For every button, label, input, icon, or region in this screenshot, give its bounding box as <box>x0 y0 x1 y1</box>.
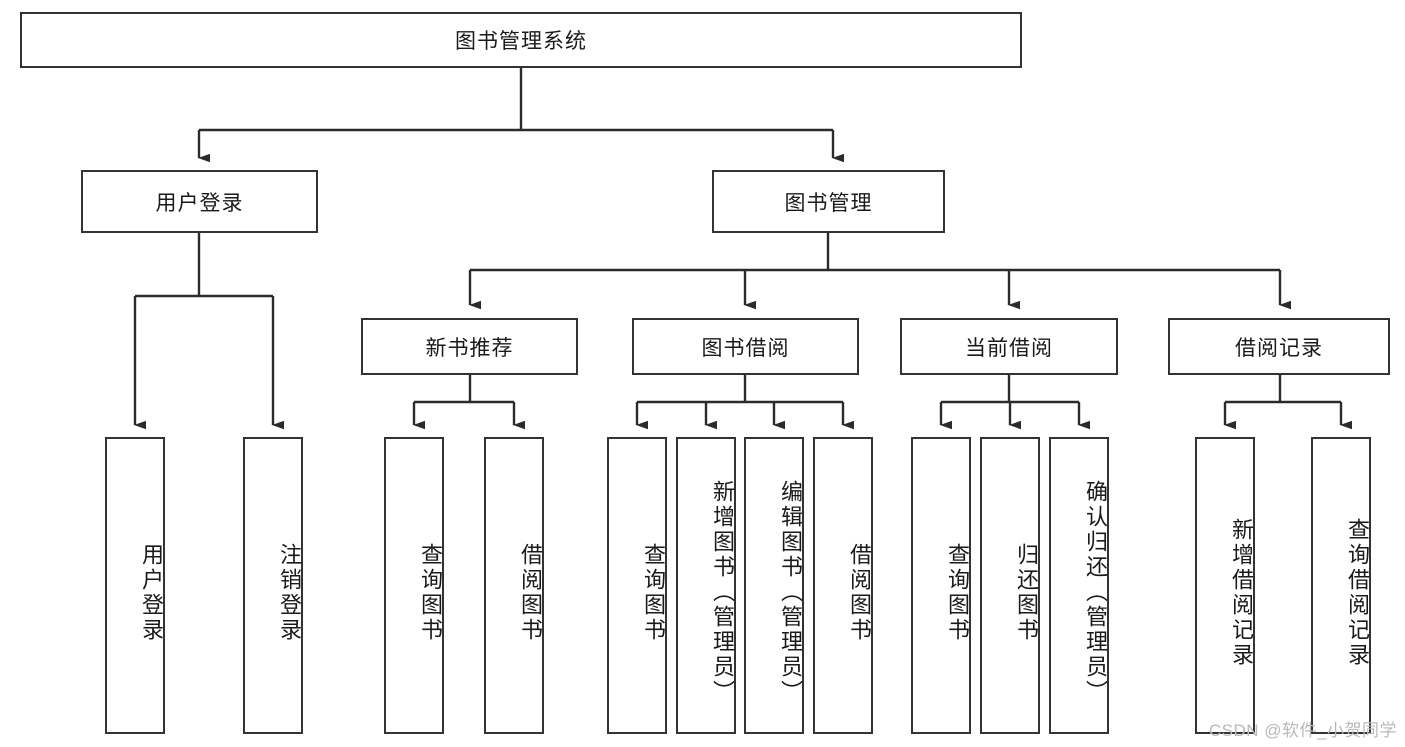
node-label: 借阅图书 <box>518 542 543 643</box>
watermark: CSDN @软件_小贺同学 <box>1208 721 1397 740</box>
node-label: 查询借阅记录 <box>1345 517 1370 668</box>
leaf-borrow-borrow-book[interactable]: 借阅图书 <box>813 437 873 734</box>
node-label: 查询图书 <box>418 542 443 643</box>
node-label: 图书管理 <box>784 191 873 215</box>
node-label: 查询图书 <box>641 542 666 643</box>
leaf-record-query-record[interactable]: 查询借阅记录 <box>1311 437 1371 734</box>
node-root-system[interactable]: 图书管理系统 <box>20 12 1022 68</box>
node-label: 当前借阅 <box>965 336 1053 360</box>
node-label: 用户登录 <box>155 191 244 215</box>
node-label: 新增图书（管理员） <box>710 480 735 705</box>
leaf-borrow-edit-book-admin[interactable]: 编辑图书（管理员） <box>744 437 804 734</box>
node-label: 查询图书 <box>945 542 970 643</box>
leaf-user-login[interactable]: 用户登录 <box>105 437 165 734</box>
node-label: 用户登录 <box>139 542 164 643</box>
leaf-borrow-add-book-admin[interactable]: 新增图书（管理员） <box>676 437 736 734</box>
node-label: 新增借阅记录 <box>1229 517 1254 668</box>
leaf-recommend-query-book[interactable]: 查询图书 <box>384 437 444 734</box>
node-book-borrow[interactable]: 图书借阅 <box>632 318 859 375</box>
node-label: 图书管理系统 <box>455 30 587 53</box>
leaf-recommend-borrow-book[interactable]: 借阅图书 <box>484 437 544 734</box>
node-new-book-recommend[interactable]: 新书推荐 <box>361 318 578 375</box>
node-label: 编辑图书（管理员） <box>778 480 803 705</box>
leaf-borrow-query-book[interactable]: 查询图书 <box>607 437 667 734</box>
node-label: 借阅记录 <box>1235 336 1323 360</box>
leaf-current-query-book[interactable]: 查询图书 <box>911 437 971 734</box>
leaf-record-add-record[interactable]: 新增借阅记录 <box>1195 437 1255 734</box>
node-borrow-record[interactable]: 借阅记录 <box>1168 318 1390 375</box>
node-label: 归还图书 <box>1014 542 1039 643</box>
node-label: 图书借阅 <box>701 336 790 360</box>
node-label: 注销登录 <box>277 542 302 643</box>
node-current-borrow[interactable]: 当前借阅 <box>900 318 1118 375</box>
leaf-current-confirm-return-admin[interactable]: 确认归还（管理员） <box>1049 437 1109 734</box>
node-user-login[interactable]: 用户登录 <box>81 170 318 233</box>
node-book-management[interactable]: 图书管理 <box>712 170 945 233</box>
leaf-user-logout[interactable]: 注销登录 <box>243 437 303 734</box>
node-label: 新书推荐 <box>425 336 514 360</box>
node-label: 借阅图书 <box>847 542 872 643</box>
leaf-current-return-book[interactable]: 归还图书 <box>980 437 1040 734</box>
node-label: 确认归还（管理员） <box>1083 480 1108 705</box>
